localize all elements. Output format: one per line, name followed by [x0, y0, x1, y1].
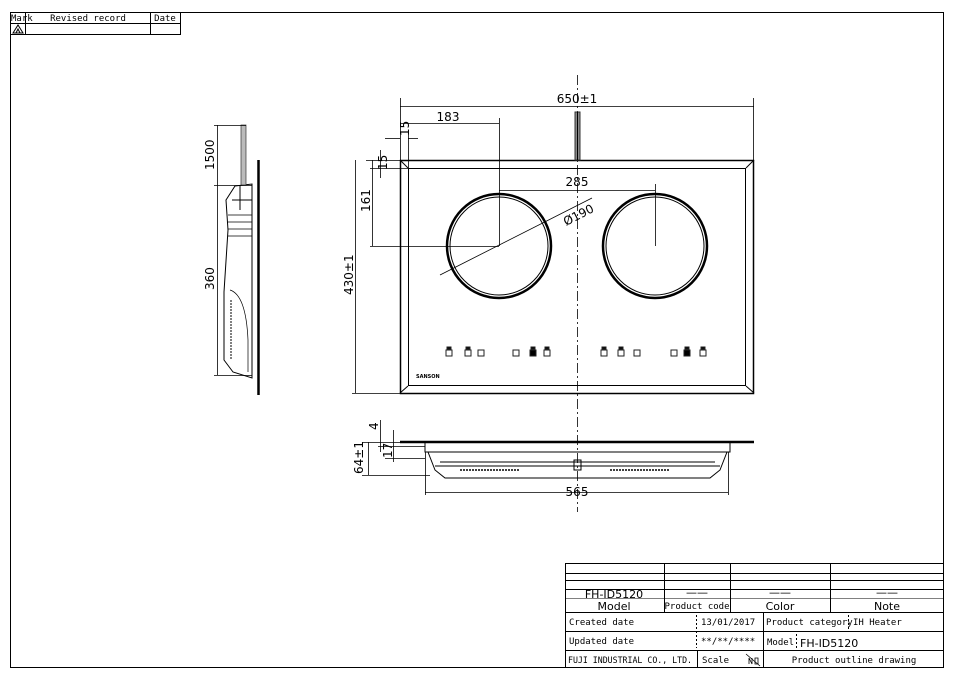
dimension-lines [352, 98, 754, 394]
product-category-label: Product category [766, 618, 853, 628]
dim-burner-diameter: Ø190 [561, 202, 596, 229]
dim-total-height: 64±1 [352, 441, 366, 474]
brand-logo: SANSON [416, 374, 440, 380]
dim-overall-width: 650±1 [557, 92, 598, 106]
button-icon [529, 346, 537, 357]
dim-burner-from-top: 161 [359, 189, 373, 212]
updated-date-label: Updated date [569, 637, 634, 647]
header-note: Note [874, 600, 900, 613]
drawing-frame [10, 12, 944, 668]
product-category-value: IH Heater [853, 618, 902, 628]
warning-triangle-icon [12, 24, 24, 34]
product-code-value: —— [686, 586, 708, 599]
button-icon [543, 346, 551, 357]
right-burner [601, 192, 709, 300]
created-date-label: Created date [569, 618, 634, 628]
button-icon [683, 346, 691, 357]
side-view: 1500 360 [203, 124, 260, 395]
rev-header-date: Date [154, 14, 176, 24]
updated-date-value: **/**/**** [701, 637, 755, 647]
dim-overall-depth: 430±1 [342, 254, 356, 295]
model-label: Model [767, 638, 794, 648]
revision-table: Mark Revised record Date [10, 12, 181, 35]
left-burner [445, 192, 553, 300]
created-date-value: 13/01/2017 [701, 618, 755, 628]
button-icon [464, 346, 472, 357]
power-cord [574, 111, 581, 161]
dim-edge-h: 15 [398, 121, 412, 136]
header-color: Color [766, 600, 795, 613]
title-block: FH-ID5120 —— —— —— Model Product code Co… [565, 563, 944, 668]
model-big-value: FH-ID5120 [800, 637, 858, 650]
dim-body-width: 565 [566, 485, 589, 499]
rev-header-mark: Mark [11, 14, 33, 24]
front-view: 565 64±1 4 17 [352, 420, 754, 499]
button-icon [600, 346, 608, 357]
header-model: Model [597, 600, 630, 613]
dim-glass-thickness: 4 [367, 422, 381, 430]
button-icon [477, 349, 485, 357]
control-panel [445, 346, 707, 357]
button-icon [445, 346, 453, 357]
note-value: —— [876, 586, 898, 599]
button-icon [633, 349, 641, 357]
dim-edge-v: 15 [376, 155, 390, 170]
scale-na-icon [745, 653, 761, 667]
color-value: —— [769, 586, 791, 599]
button-icon [670, 349, 678, 357]
dim-left-offset: 183 [437, 110, 460, 124]
dim-burner-spacing: 285 [566, 175, 589, 189]
company-name: FUJI INDUSTRIAL CO., LTD. [568, 656, 692, 666]
rev-header-record: Revised record [50, 14, 126, 24]
dim-rim-height: 17 [381, 443, 395, 458]
dim-body-depth: 360 [203, 267, 217, 290]
scale-label: Scale [702, 656, 729, 666]
top-view: SANSON 650±1 183 15 15 285 Ø190 161 430±… [342, 92, 755, 395]
button-icon [512, 349, 520, 357]
button-icon [617, 346, 625, 357]
model-value: FH-ID5120 [585, 588, 643, 601]
header-product-code: Product code [664, 602, 729, 612]
drawing-title: Product outline drawing [792, 656, 917, 666]
button-icon [699, 346, 707, 357]
dim-cord-length: 1500 [203, 139, 217, 170]
